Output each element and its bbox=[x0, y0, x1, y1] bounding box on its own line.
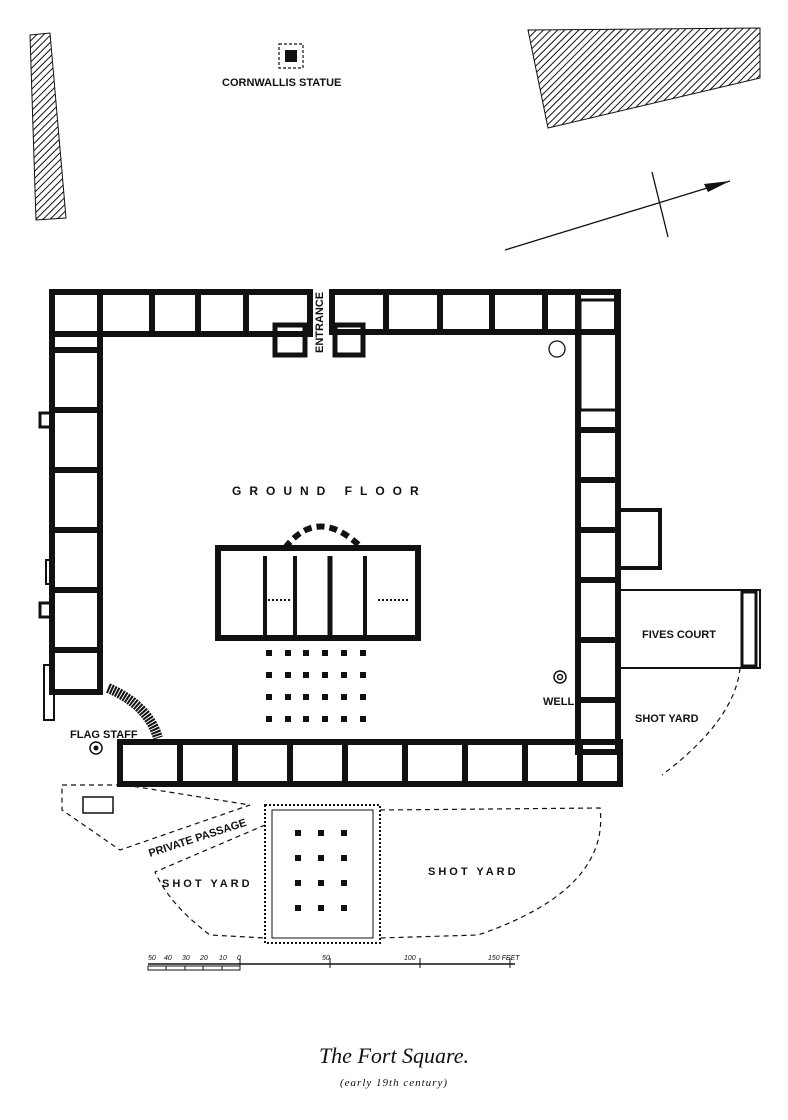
curved-steps bbox=[105, 683, 163, 740]
scale-tick: 50 bbox=[148, 955, 156, 962]
scale-tick: 40 bbox=[164, 955, 172, 962]
fives-court bbox=[619, 589, 761, 669]
yard-boundaries bbox=[61, 667, 741, 939]
quadrangle-walls bbox=[38, 289, 662, 787]
colonnade-pillars bbox=[266, 650, 366, 722]
label-ground-floor: GROUND FLOOR bbox=[232, 484, 427, 498]
scale-tick: 50 bbox=[322, 955, 330, 962]
label-shot-yard-right: SHOT YARD bbox=[635, 713, 699, 725]
scale-bar bbox=[147, 958, 515, 971]
scale-tick: 150 FEET bbox=[488, 955, 520, 962]
label-entrance: ENTRANCE bbox=[314, 292, 326, 353]
label-shot-yard-left: SHOT YARD bbox=[162, 878, 253, 890]
south-building-pillars bbox=[295, 830, 347, 911]
scale-tick: 30 bbox=[182, 955, 190, 962]
label-flag-staff: FLAG STAFF bbox=[70, 729, 138, 741]
label-shot-yard-center: SHOT YARD bbox=[428, 866, 519, 878]
hatched-building-right bbox=[527, 27, 761, 129]
label-fives-court: FIVES COURT bbox=[642, 629, 716, 641]
scale-tick: 100 bbox=[404, 955, 416, 962]
central-building bbox=[215, 523, 421, 641]
south-building bbox=[264, 804, 381, 944]
scale-bar-ticks: 50 40 30 20 10 0 50 100 150 FEET bbox=[148, 955, 520, 962]
scale-tick: 0 bbox=[237, 955, 241, 962]
caption-title: The Fort Square. bbox=[318, 1043, 470, 1068]
north-arrow bbox=[504, 171, 731, 251]
label-well: WELL bbox=[543, 696, 574, 708]
cornwallis-statue-marker bbox=[278, 43, 304, 69]
label-cornwallis-statue: CORNWALLIS STATUE bbox=[222, 77, 341, 89]
scale-tick: 10 bbox=[219, 955, 227, 962]
caption-subtitle: (early 19th century) bbox=[340, 1077, 448, 1089]
flag-staff-marker bbox=[89, 741, 103, 755]
scale-tick: 20 bbox=[199, 955, 208, 962]
corner-cistern bbox=[548, 340, 566, 358]
hatched-building-left bbox=[29, 32, 67, 221]
well-marker bbox=[553, 670, 567, 684]
small-outbuilding bbox=[82, 796, 114, 814]
room-partitions bbox=[52, 292, 618, 784]
